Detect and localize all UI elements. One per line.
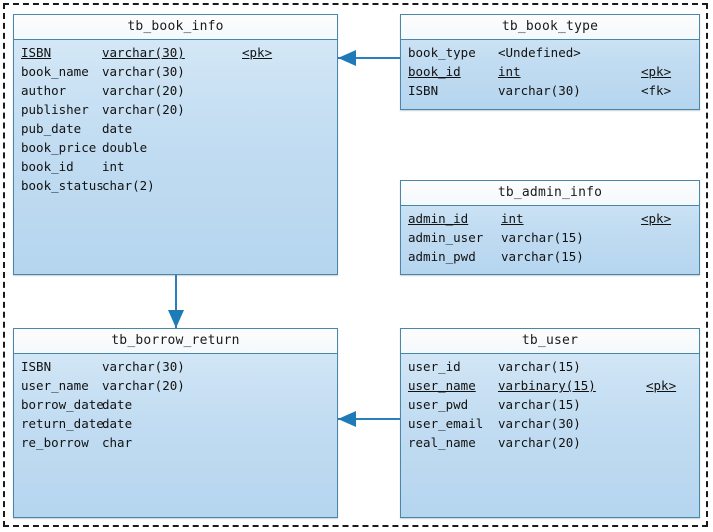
attribute-key: <pk>: [646, 378, 677, 393]
entity-title-tb-book-type: tb_book_type: [401, 15, 699, 40]
attribute-type: varchar(15): [501, 249, 584, 264]
arrow-head-book-type-to-book-info: [338, 50, 356, 66]
entity-tb-book-type[interactable]: tb_book_type book_type <Undefined> book_…: [400, 14, 700, 110]
attribute-key: <pk>: [641, 64, 672, 79]
arrow-head-book-info-to-borrow-return: [168, 310, 184, 328]
attribute-name: publisher: [21, 102, 89, 117]
attribute-name: author: [21, 83, 67, 98]
attribute-name: real_name: [408, 435, 476, 450]
attribute-type: char(2): [102, 178, 155, 193]
attribute-name: user_pwd: [408, 397, 469, 412]
attribute-row: author varchar(20): [14, 81, 337, 100]
arrow-head-user-to-borrow-return: [338, 411, 356, 427]
entity-title-tb-user: tb_user: [401, 329, 699, 354]
attribute-type: int: [498, 64, 521, 79]
attribute-name: pub_date: [21, 121, 82, 136]
attribute-type: varchar(20): [102, 102, 185, 117]
attribute-row: user_id varchar(15): [401, 357, 699, 376]
attribute-row: book_status char(2): [14, 176, 337, 195]
attribute-name: user_name: [408, 378, 476, 393]
attribute-row: book_name varchar(30): [14, 62, 337, 81]
attribute-name: ISBN: [21, 45, 52, 60]
attribute-type: varchar(15): [501, 230, 584, 245]
attribute-type: varchar(30): [102, 64, 185, 79]
entity-title-tb-admin-info: tb_admin_info: [401, 181, 699, 206]
entity-attributes-tb-book-info: ISBN varchar(30) <pk> book_name varchar(…: [14, 40, 337, 195]
attribute-name: admin_pwd: [408, 249, 476, 264]
attribute-row: publisher varchar(20): [14, 100, 337, 119]
attribute-name: user_name: [21, 378, 89, 393]
attribute-name: return_date: [21, 416, 104, 431]
attribute-type: varchar(20): [102, 378, 185, 393]
attribute-key: <pk>: [242, 45, 273, 60]
attribute-row: re_borrow char: [14, 433, 337, 452]
attribute-row: book_price double: [14, 138, 337, 157]
attribute-name: book_name: [21, 64, 89, 79]
attribute-row: user_email varchar(30): [401, 414, 699, 433]
attribute-row: admin_id int <pk>: [401, 209, 699, 228]
entity-attributes-tb-borrow-return: ISBN varchar(30) user_name varchar(20) b…: [14, 354, 337, 452]
attribute-key: <pk>: [641, 211, 672, 226]
attribute-row: ISBN varchar(30): [14, 357, 337, 376]
attribute-row: pub_date date: [14, 119, 337, 138]
attribute-type: varbinary(15): [498, 378, 596, 393]
attribute-type: varchar(30): [102, 359, 185, 374]
attribute-type: varchar(20): [102, 83, 185, 98]
connector-line-book-type-to-book-info: [338, 57, 400, 59]
entity-tb-user[interactable]: tb_user user_id varchar(15) user_name va…: [400, 328, 700, 518]
attribute-name: re_borrow: [21, 435, 89, 450]
entity-tb-book-info[interactable]: tb_book_info ISBN varchar(30) <pk> book_…: [13, 14, 338, 275]
attribute-row: ISBN varchar(30) <fk>: [401, 81, 699, 100]
entity-tb-borrow-return[interactable]: tb_borrow_return ISBN varchar(30) user_n…: [13, 328, 338, 518]
attribute-type: <Undefined>: [498, 45, 581, 60]
entity-attributes-tb-admin-info: admin_id int <pk> admin_user varchar(15)…: [401, 206, 699, 266]
attribute-name: book_status: [21, 178, 104, 193]
entity-attributes-tb-book-type: book_type <Undefined> book_id int <pk> I…: [401, 40, 699, 100]
attribute-name: book_id: [21, 159, 74, 174]
connector-line-book-info-to-borrow-return: [175, 275, 177, 328]
attribute-name: book_id: [408, 64, 461, 79]
attribute-name: borrow_date: [21, 397, 104, 412]
attribute-row: book_id int <pk>: [401, 62, 699, 81]
attribute-name: user_email: [408, 416, 484, 431]
attribute-row: book_id int: [14, 157, 337, 176]
attribute-row: user_pwd varchar(15): [401, 395, 699, 414]
attribute-type: varchar(15): [498, 397, 581, 412]
attribute-name: book_price: [21, 140, 97, 155]
attribute-type: date: [102, 416, 133, 431]
attribute-row: admin_pwd varchar(15): [401, 247, 699, 266]
attribute-row: borrow_date date: [14, 395, 337, 414]
connector-line-user-to-borrow-return: [338, 418, 400, 420]
attribute-name: admin_user: [408, 230, 484, 245]
attribute-type: char: [102, 435, 133, 450]
attribute-type: date: [102, 397, 133, 412]
attribute-row: return_date date: [14, 414, 337, 433]
attribute-key: <fk>: [641, 83, 672, 98]
attribute-type: date: [102, 121, 133, 136]
attribute-type: varchar(20): [498, 435, 581, 450]
attribute-type: varchar(30): [102, 45, 185, 60]
attribute-row: ISBN varchar(30) <pk>: [14, 43, 337, 62]
entity-attributes-tb-user: user_id varchar(15) user_name varbinary(…: [401, 354, 699, 452]
attribute-name: ISBN: [408, 83, 439, 98]
attribute-type: varchar(30): [498, 416, 581, 431]
attribute-row: book_type <Undefined>: [401, 43, 699, 62]
attribute-row: admin_user varchar(15): [401, 228, 699, 247]
attribute-type: int: [501, 211, 524, 226]
attribute-type: varchar(15): [498, 359, 581, 374]
attribute-name: admin_id: [408, 211, 469, 226]
attribute-name: ISBN: [21, 359, 52, 374]
entity-title-tb-borrow-return: tb_borrow_return: [14, 329, 337, 354]
attribute-name: user_id: [408, 359, 461, 374]
attribute-type: int: [102, 159, 125, 174]
attribute-name: book_type: [408, 45, 476, 60]
entity-title-tb-book-info: tb_book_info: [14, 15, 337, 40]
entity-tb-admin-info[interactable]: tb_admin_info admin_id int <pk> admin_us…: [400, 180, 700, 275]
attribute-row: user_name varchar(20): [14, 376, 337, 395]
attribute-row: real_name varchar(20): [401, 433, 699, 452]
attribute-row: user_name varbinary(15) <pk>: [401, 376, 699, 395]
attribute-type: double: [102, 140, 148, 155]
attribute-type: varchar(30): [498, 83, 581, 98]
